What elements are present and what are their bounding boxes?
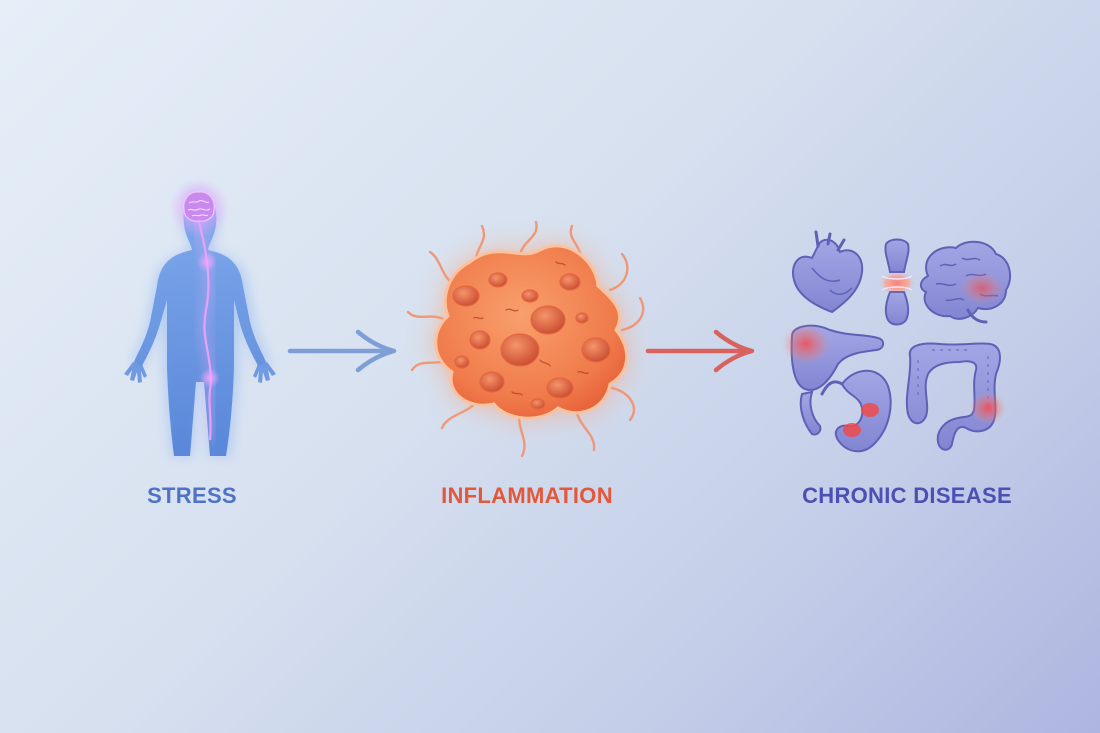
- brain-icon: [920, 240, 1012, 324]
- pancreas-icon: [782, 324, 884, 392]
- heart-icon: [792, 230, 864, 314]
- inflamed-cell-icon: [406, 220, 645, 458]
- organs-group: [782, 230, 1012, 453]
- stomach-icon: [820, 369, 892, 453]
- stage-label-chronic-disease: CHRONIC DISEASE: [802, 483, 1012, 508]
- human-body-icon: [124, 178, 276, 456]
- gallbladder-icon: [799, 390, 822, 436]
- stage-label-stress: STRESS: [147, 483, 237, 508]
- stage-label-inflammation: INFLAMMATION: [441, 483, 613, 508]
- arrow-right-icon: [645, 329, 755, 373]
- arrow-right-icon: [287, 329, 397, 373]
- colon-icon: [905, 342, 1006, 451]
- knee-joint-icon: [879, 238, 915, 326]
